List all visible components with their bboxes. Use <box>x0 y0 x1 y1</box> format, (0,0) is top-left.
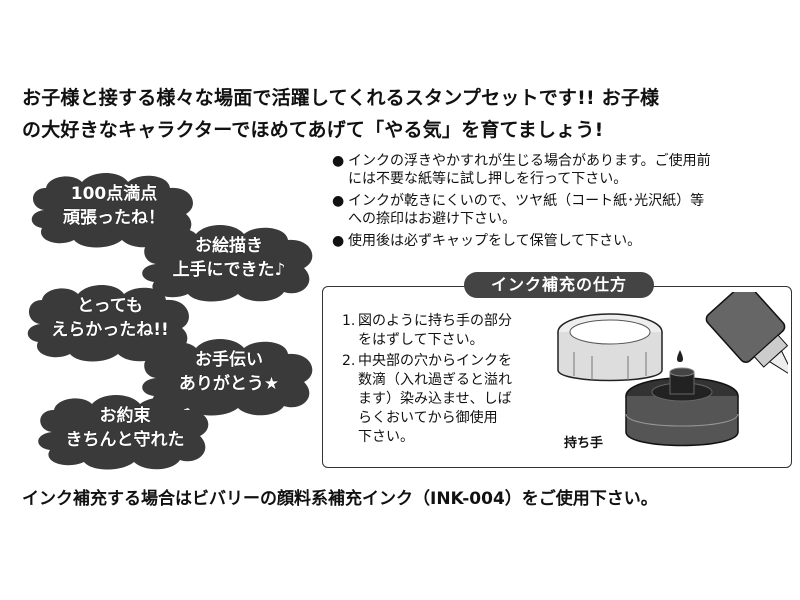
step-line: ます）染み込ませ、しば <box>358 391 512 407</box>
bullet-icon: ● <box>332 153 345 169</box>
bubble-line: お約束 <box>99 406 151 426</box>
step-number: 1. <box>342 313 356 329</box>
note-line: には不要な紙等に試し押しを行って下さい。 <box>348 171 628 187</box>
note-line: への捺印はお避け下さい。 <box>348 211 516 227</box>
bubble-line: きちんと守れた <box>65 430 185 450</box>
handle-label: 持ち手 <box>564 436 604 451</box>
step-number: 2. <box>342 353 356 369</box>
step-line: 下さい。 <box>358 429 414 445</box>
step-item: 1. 図のように持ち手の部分 をはずして下さい。 <box>342 312 562 350</box>
cloud-icon <box>38 395 209 470</box>
note-line: インクが乾きにくいので、ツヤ紙（コート紙･光沢紙）等 <box>348 193 705 209</box>
usage-notes: ● インクの浮きやかすれが生じる場合があります。ご使用前 には不要な紙等に試し押… <box>332 152 792 254</box>
praise-bubble-1: 100点満点 頑張ったね！ <box>24 170 204 250</box>
refill-illustration <box>552 282 796 466</box>
step-line: 数滴（入れ過ぎると溢れ <box>358 372 512 388</box>
cloud-icon <box>142 225 313 302</box>
bubble-line: お手伝い <box>195 350 263 370</box>
bullet-icon: ● <box>332 233 345 249</box>
bullet-icon: ● <box>332 193 345 209</box>
praise-bubble-4: お手伝い ありがとう★ <box>134 336 324 418</box>
intro-line-2: の大好きなキャラクターでほめてあげて「やる気」を育てましょう! <box>22 119 604 141</box>
note-line: インクの浮きやかすれが生じる場合があります。ご使用前 <box>348 153 711 169</box>
bubble-line: 100点満点 <box>70 184 158 204</box>
bubble-line: とっても <box>77 296 143 316</box>
step-line: 中央部の穴からインクを <box>358 353 512 369</box>
step-line: をはずして下さい。 <box>358 332 484 348</box>
step-item: 2. 中央部の穴からインクを 数滴（入れ過ぎると溢れ ます）染み込ませ、しば ら… <box>342 352 562 447</box>
bubble-line: お絵描き <box>195 236 263 256</box>
cloud-icon <box>27 285 189 362</box>
praise-bubble-2: お絵描き 上手にできた♪ <box>134 222 324 304</box>
stamp-refill-icon <box>557 282 796 447</box>
note-item: ● 使用後は必ずキャップをして保管して下さい。 <box>332 232 792 250</box>
refill-title: インク補充の仕方 <box>464 272 654 298</box>
note-item: ● インクの浮きやかすれが生じる場合があります。ご使用前 には不要な紙等に試し押… <box>332 152 792 188</box>
intro-line-1: お子様と接する様々な場面で活躍してくれるスタンプセットです!! お子様 <box>22 87 660 109</box>
step-line: 図のように持ち手の部分 <box>358 313 512 329</box>
intro-text: お子様と接する様々な場面で活躍してくれるスタンプセットです!! お子様 の大好き… <box>22 82 792 146</box>
note-line: 使用後は必ずキャップをして保管して下さい。 <box>348 233 642 249</box>
step-line: らくおいてから御使用 <box>358 410 498 426</box>
cloud-icon <box>31 173 193 248</box>
bubble-line: 頑張ったね！ <box>63 208 165 228</box>
refill-steps: 1. 図のように持ち手の部分 をはずして下さい。 2. 中央部の穴からインクを … <box>342 312 562 449</box>
note-item: ● インクが乾きにくいので、ツヤ紙（コート紙･光沢紙）等 への捺印はお避け下さい… <box>332 192 792 228</box>
praise-bubble-3: とっても えらかったね!! <box>20 282 200 364</box>
footer-text: インク補充する場合はビバリーの顔料系補充インク（INK-004）をご使用下さい。 <box>22 489 658 509</box>
praise-bubble-5: お約束 きちんと守れた <box>30 392 220 472</box>
cloud-icon <box>142 339 313 416</box>
bubble-line: ありがとう★ <box>178 374 280 394</box>
bubble-line: 上手にできた♪ <box>172 260 286 280</box>
bubble-line: えらかったね!! <box>51 320 169 340</box>
